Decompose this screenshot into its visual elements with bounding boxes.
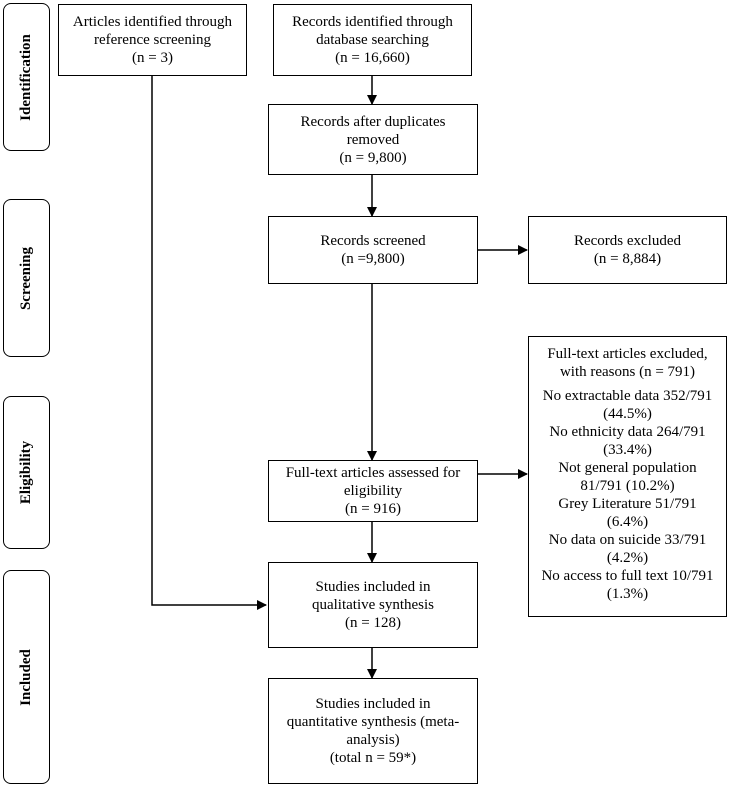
reason-item: Grey Literature 51/791 (6.4%)	[535, 495, 720, 531]
arrow-reference-to-qualitative	[151, 76, 267, 610]
reason-item: Not general population 81/791 (10.2%)	[535, 459, 720, 495]
reason-item-text: No extractable data 352/791	[542, 388, 713, 404]
reasons-heading-line2: with reasons (n = 791)	[559, 364, 696, 380]
reference-count: (n = 3)	[132, 50, 173, 66]
stage-eligibility: Eligibility	[3, 396, 50, 549]
duplicates-count: (n = 9,800)	[339, 149, 407, 166]
database-line1: Records identified through	[292, 14, 453, 30]
reasons-heading: Full-text articles excluded, with reason…	[535, 345, 720, 381]
reason-item: No extractable data 352/791 (44.5%)	[535, 387, 720, 423]
stage-screening: Screening	[3, 199, 50, 357]
reason-item: No access to full text 10/791 (1.3%)	[535, 567, 720, 603]
reference-line2: reference screening	[94, 32, 211, 48]
quantitative-line2: quantitative synthesis (meta-	[286, 714, 460, 730]
duplicates-line2: removed	[346, 131, 400, 148]
excluded-line1: Records excluded	[573, 233, 682, 249]
duplicates-line1: Records after duplicates	[300, 113, 446, 130]
database-line2: database searching	[316, 32, 429, 48]
stage-eligibility-label: Eligibility	[18, 440, 35, 505]
database-count: (n = 16,660)	[335, 50, 410, 66]
stage-included: Included	[3, 570, 50, 784]
quantitative-line3: analysis)	[346, 732, 400, 748]
box-records-excluded: Records excluded (n = 8,884)	[528, 216, 727, 284]
stage-screening-label: Screening	[18, 246, 34, 310]
reasons-heading-line1: Full-text articles excluded,	[547, 346, 708, 362]
box-records-screened: Records screened (n =9,800)	[268, 216, 478, 284]
stage-identification-label: Identification	[18, 33, 35, 121]
reason-item-percent: (6.4%)	[606, 514, 649, 530]
reason-item-text: Not general population	[558, 460, 697, 476]
reason-item: No ethnicity data 264/791 (33.4%)	[535, 423, 720, 459]
quantitative-line1: Studies included in	[315, 696, 431, 712]
qualitative-count: (n = 128)	[345, 615, 401, 631]
reason-item-text: No access to full text 10/791	[541, 568, 714, 584]
screened-count: (n =9,800)	[341, 251, 405, 267]
reason-item-percent: (44.5%)	[603, 406, 652, 422]
excluded-count: (n = 8,884)	[593, 251, 662, 267]
qualitative-line2: qualitative synthesis	[311, 597, 435, 613]
box-database-search: Records identified through database sear…	[273, 4, 472, 76]
fulltext-line2: eligibility	[343, 483, 403, 499]
reason-item-percent: (4.2%)	[606, 550, 649, 566]
qualitative-line1: Studies included in	[315, 579, 431, 595]
box-qualitative-synthesis: Studies included in qualitative synthesi…	[268, 562, 478, 648]
reason-item: No data on suicide 33/791 (4.2%)	[535, 531, 720, 567]
reason-item-percent: (1.3%)	[606, 586, 649, 602]
box-after-duplicates: Records after duplicates removed (n = 9,…	[268, 104, 478, 175]
box-reference-screening: Articles identified through reference sc…	[58, 4, 247, 76]
reason-item-text: No ethnicity data 264/791	[549, 424, 706, 440]
box-fulltext-excluded-reasons: Full-text articles excluded, with reason…	[528, 336, 727, 617]
box-quantitative-synthesis: Studies included in quantitative synthes…	[268, 678, 478, 784]
stage-included-label: Included	[18, 648, 35, 706]
reference-line1: Articles identified through	[72, 14, 233, 30]
fulltext-line1: Full-text articles assessed for	[285, 465, 461, 481]
quantitative-count: (total n = 59*)	[329, 750, 417, 766]
fulltext-count: (n = 916)	[345, 501, 401, 517]
reason-item-text: No data on suicide 33/791	[548, 532, 707, 548]
reason-item-percent: (33.4%)	[603, 442, 652, 458]
box-fulltext-assessed: Full-text articles assessed for eligibil…	[268, 460, 478, 522]
reason-item-percent: 81/791 (10.2%)	[580, 478, 675, 494]
stage-identification: Identification	[3, 3, 50, 151]
reason-item-text: Grey Literature 51/791	[558, 496, 697, 512]
screened-line1: Records screened	[320, 233, 426, 249]
